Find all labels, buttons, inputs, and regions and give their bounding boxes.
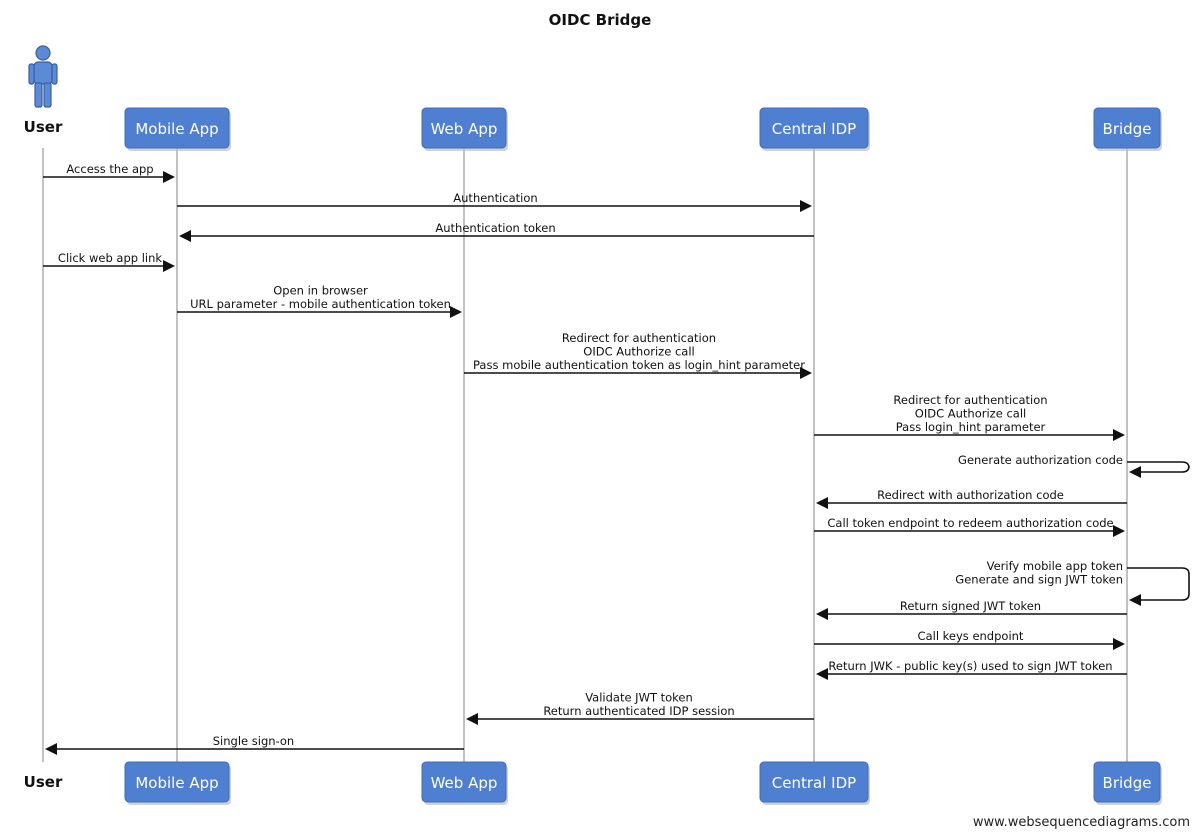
message-3-arrowhead	[179, 230, 191, 242]
message-11-label: Generate and sign JWT token	[955, 573, 1123, 587]
participant-web-bottom-label: Web App	[431, 774, 498, 792]
message-6-arrowhead	[800, 367, 812, 379]
participant-bridge-bottom: Bridge	[1093, 761, 1162, 805]
message-14-arrowhead	[816, 668, 828, 680]
message-5-arrowhead	[450, 306, 462, 318]
message-8-arrowhead	[1129, 466, 1141, 478]
message-12-arrowhead	[816, 608, 828, 620]
message-4: Click web app link	[43, 251, 175, 272]
message-4-label: Click web app link	[58, 251, 162, 265]
message-12-label: Return signed JWT token	[900, 599, 1041, 613]
message-12: Return signed JWT token	[816, 599, 1127, 620]
participant-web-top: Web App	[421, 107, 508, 151]
message-10: Call token endpoint to redeem authorizat…	[814, 516, 1125, 537]
message-15-label: Return authenticated IDP session	[543, 704, 734, 718]
participant-idp-bottom-label: Central IDP	[772, 774, 856, 792]
participant-mobile-bottom: Mobile App	[124, 761, 231, 805]
message-7-label: Redirect for authentication	[893, 393, 1047, 407]
participant-bridge-top-label: Bridge	[1103, 120, 1152, 138]
message-11-arrowhead	[1129, 594, 1141, 606]
message-6-label: Redirect for authentication	[562, 331, 716, 345]
message-6-label: Pass mobile authentication token as logi…	[473, 358, 805, 372]
participant-mobile-top: Mobile App	[124, 107, 231, 151]
message-4-arrowhead	[163, 260, 175, 272]
message-15-arrowhead	[466, 713, 478, 725]
messages: Access the appAuthenticationAuthenticati…	[43, 162, 1190, 755]
message-16-label: Single sign-on	[213, 734, 294, 748]
participant-web-top-label: Web App	[431, 120, 498, 138]
message-13-arrowhead	[1113, 638, 1125, 650]
participant-idp-top-label: Central IDP	[772, 120, 856, 138]
participant-mobile-top-label: Mobile App	[135, 120, 218, 138]
message-2-arrowhead	[800, 200, 812, 212]
message-1-arrowhead	[163, 171, 175, 183]
participant-mobile-bottom-label: Mobile App	[135, 774, 218, 792]
participant-idp-top: Central IDP	[759, 107, 870, 151]
message-7-arrowhead	[1113, 429, 1125, 441]
message-7-label: Pass login_hint parameter	[896, 420, 1046, 434]
message-10-arrowhead	[1113, 525, 1125, 537]
message-10-label: Call token endpoint to redeem authorizat…	[827, 516, 1113, 530]
message-1: Access the app	[43, 162, 175, 183]
message-1-label: Access the app	[66, 162, 153, 176]
message-3: Authentication token	[179, 221, 814, 242]
participant-user-bottom-label: User	[24, 773, 63, 791]
message-11-arrow	[1127, 567, 1190, 601]
message-8-label: Generate authorization code	[958, 453, 1123, 467]
participant-user-top-label: User	[24, 118, 63, 136]
participant-idp-bottom: Central IDP	[759, 761, 870, 805]
message-13-label: Call keys endpoint	[918, 629, 1024, 643]
message-14-label: Return JWK - public key(s) used to sign …	[828, 659, 1112, 673]
message-8: Generate authorization code	[958, 453, 1190, 478]
message-7-label: OIDC Authorize call	[915, 407, 1026, 421]
message-13: Call keys endpoint	[814, 629, 1125, 650]
participant-bridge-top: Bridge	[1093, 107, 1162, 151]
message-9-label: Redirect with authorization code	[877, 488, 1064, 502]
message-2: Authentication	[177, 191, 812, 212]
user-actor-icon	[28, 45, 58, 108]
diagram-title: OIDC Bridge	[549, 11, 652, 29]
message-5-label: Open in browser	[273, 284, 368, 298]
participant-bridge-bottom-label: Bridge	[1103, 774, 1152, 792]
message-9-arrowhead	[816, 497, 828, 509]
message-9: Redirect with authorization code	[816, 488, 1127, 509]
message-16: Single sign-on	[45, 734, 464, 755]
footer-credit: www.websequencediagrams.com	[973, 815, 1190, 830]
message-2-label: Authentication	[453, 191, 537, 205]
lifelines	[42, 148, 1128, 762]
participant-web-bottom: Web App	[421, 761, 508, 805]
message-6-label: OIDC Authorize call	[583, 345, 694, 359]
message-8-arrow	[1127, 461, 1190, 473]
message-14: Return JWK - public key(s) used to sign …	[816, 659, 1127, 680]
message-15-label: Validate JWT token	[585, 691, 693, 705]
message-3-label: Authentication token	[435, 221, 555, 235]
message-11-label: Verify mobile app token	[987, 559, 1123, 573]
message-5-label: URL parameter - mobile authentication to…	[190, 297, 451, 311]
message-16-arrowhead	[45, 743, 57, 755]
